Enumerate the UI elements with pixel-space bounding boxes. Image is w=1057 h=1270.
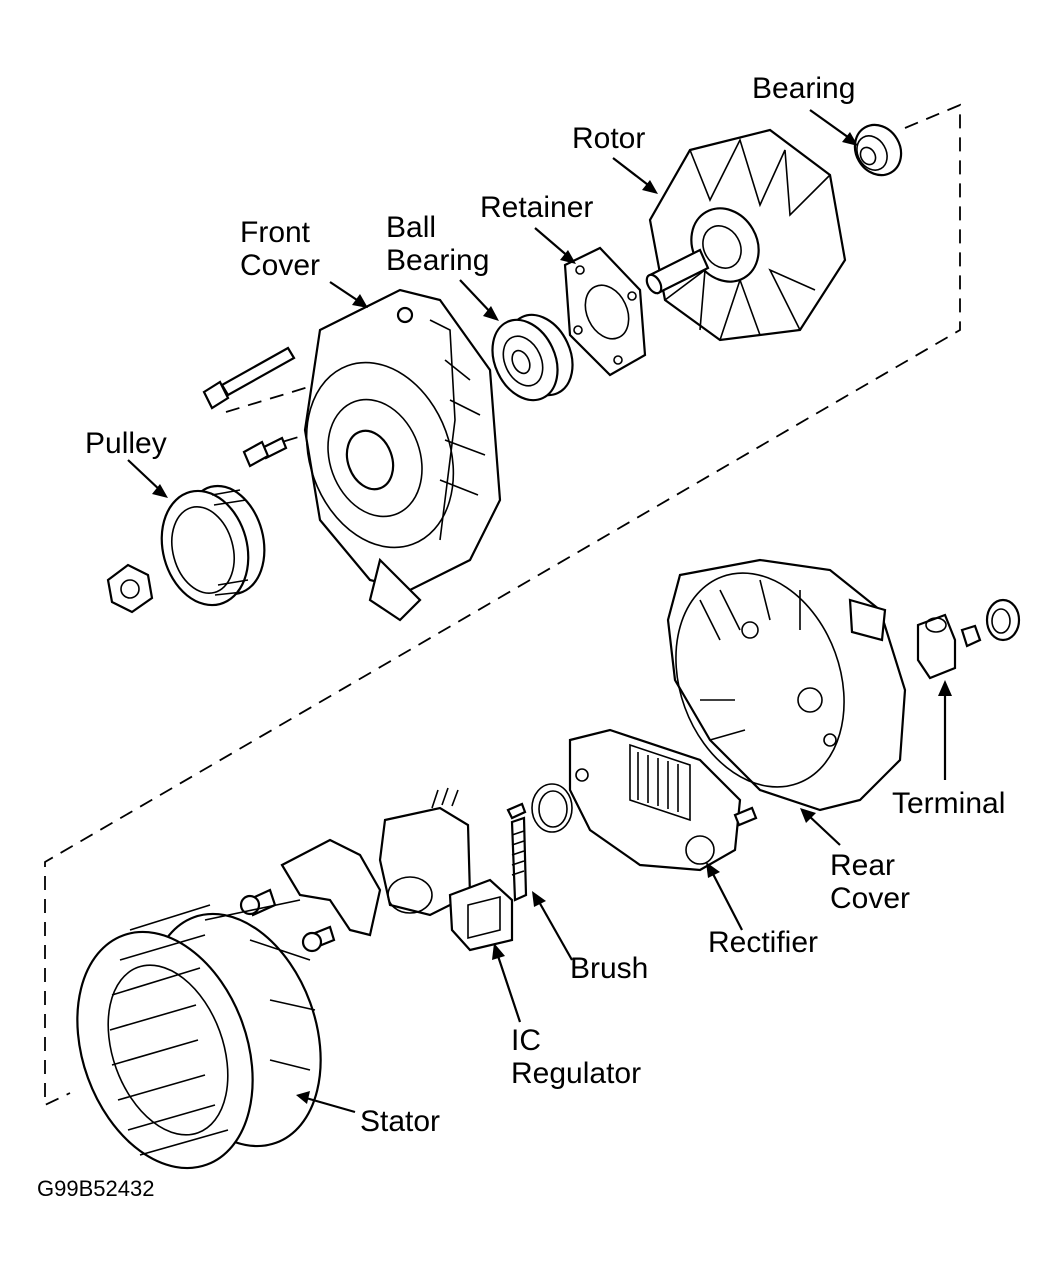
- label-retainer: Retainer: [480, 191, 594, 224]
- front-cover-part: [303, 288, 502, 622]
- label-rotor: Rotor: [572, 122, 646, 155]
- label-brush: Brush: [570, 952, 649, 985]
- brush-part: [506, 802, 528, 902]
- label-front-cover-line2: Cover: [240, 249, 321, 282]
- rectifier-part: [568, 728, 758, 872]
- terminal-part: [916, 598, 1021, 680]
- label-rectifier: Rectifier: [708, 926, 819, 959]
- figure-code: G99B52432: [37, 1176, 155, 1201]
- bearing-part: [853, 123, 903, 177]
- label-rear-cover: Rear Cover: [830, 849, 910, 915]
- label-rear-cover-line1: Rear: [830, 849, 896, 882]
- label-stator: Stator: [360, 1105, 441, 1138]
- retainer-part: [563, 246, 647, 377]
- label-rear-cover-line2: Cover: [830, 882, 911, 915]
- bracket-part: [239, 838, 382, 953]
- label-front-cover-line1: Front: [240, 216, 311, 249]
- label-ball-bearing-line1: Ball: [386, 211, 437, 244]
- front-bolts: [202, 346, 296, 468]
- rear-cover-part: [666, 558, 907, 812]
- label-ball-bearing: Ball Bearing: [386, 211, 489, 277]
- label-ic-regulator-line2: Regulator: [511, 1057, 642, 1090]
- leader-lines: [127, 109, 952, 1114]
- ball-bearing-part: [491, 313, 574, 402]
- label-pulley: Pulley: [85, 427, 167, 460]
- label-ball-bearing-line2: Bearing: [386, 244, 490, 277]
- label-ic-regulator: IC Regulator: [511, 1024, 641, 1090]
- retainer-clip: [531, 783, 573, 833]
- label-bearing: Bearing: [752, 72, 856, 105]
- label-terminal: Terminal: [892, 787, 1006, 820]
- label-front-cover: Front Cover: [240, 216, 320, 282]
- label-ic-regulator-line1: IC: [511, 1024, 541, 1057]
- ic-regulator-part: [378, 787, 514, 952]
- rotor-part: [645, 128, 847, 342]
- stator-part: [76, 899, 322, 1170]
- pulley-part: [160, 484, 266, 607]
- pulley-nut: [106, 563, 154, 614]
